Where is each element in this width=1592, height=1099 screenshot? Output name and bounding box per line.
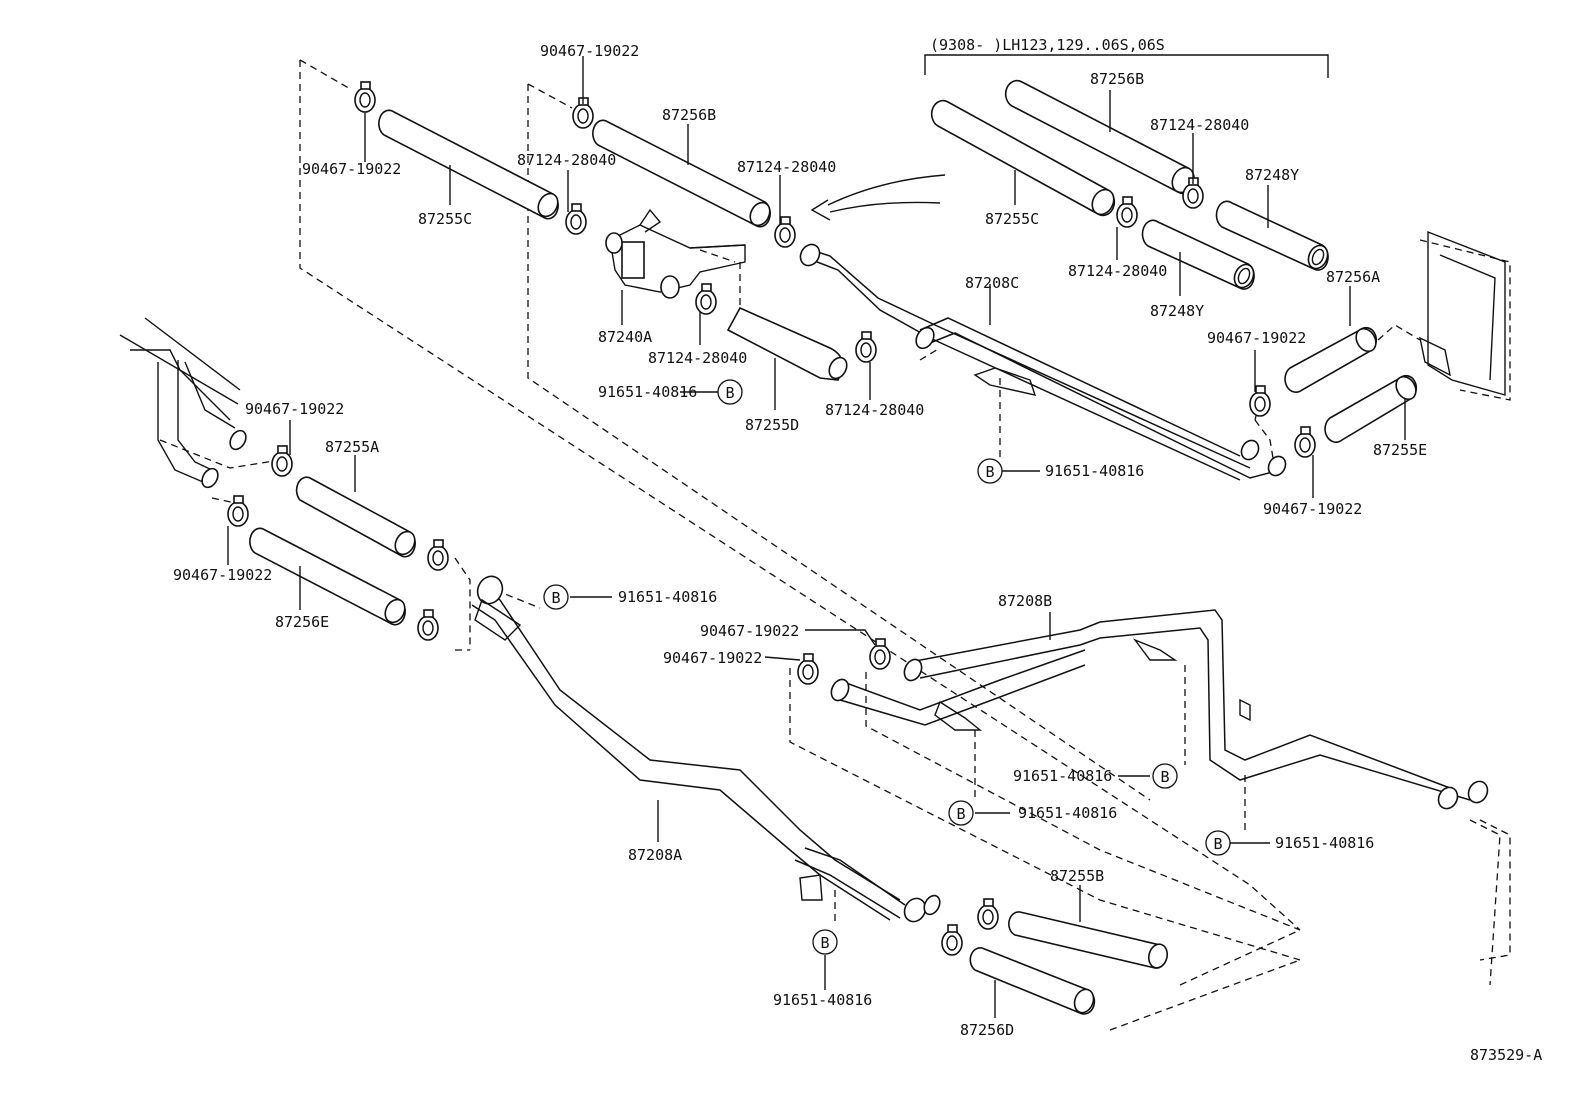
label-pipe-clamp: 87124-28040 — [1150, 116, 1249, 134]
pipe-87208B — [830, 609, 1489, 810]
b-mark: B — [543, 584, 569, 610]
leader-lines — [227, 56, 1406, 1018]
part-labels: (9308- )LH123,129..06S,06S 873529-A 9046… — [173, 36, 1542, 1064]
b-mark: B — [812, 929, 838, 955]
b-reference-marks: B B B B B B B — [543, 379, 1231, 955]
label-valve: 87240A — [598, 328, 652, 346]
label-pipe-clamp: 87124-28040 — [648, 349, 747, 367]
label-pipe: 87208A — [628, 846, 682, 864]
label-hose: 87256B — [1090, 70, 1144, 88]
label-pipe-clamp: 87124-28040 — [517, 151, 616, 169]
label-hose: 87256B — [662, 106, 716, 124]
b-mark: B — [717, 379, 743, 405]
lower-right-hoses — [969, 911, 1169, 1015]
label-clamp: 90467-19022 — [173, 566, 272, 584]
label-hose: 87248Y — [1150, 302, 1204, 320]
label-hose: 87255E — [1373, 441, 1427, 459]
hose-clamps — [227, 81, 1316, 956]
label-clamp: 90467-19022 — [1207, 329, 1306, 347]
label-clamp: 90467-19022 — [1263, 500, 1362, 518]
label-hose: 87256A — [1326, 268, 1380, 286]
b-mark: B — [977, 458, 1003, 484]
pipe-87208C — [799, 243, 1287, 481]
label-hose: 87248Y — [1245, 166, 1299, 184]
label-pipe-clamp: 87124-28040 — [1068, 262, 1167, 280]
label-bolt: 91651-40816 — [1018, 804, 1117, 822]
label-hose: 87255B — [1050, 867, 1104, 885]
label-bolt: 91651-40816 — [1013, 767, 1112, 785]
svg-text:B: B — [1160, 768, 1169, 786]
label-pipe: 87208B — [998, 592, 1052, 610]
figure-id: 873529-A — [1470, 1046, 1542, 1064]
label-bolt: 91651-40816 — [773, 991, 872, 1009]
b-mark: B — [1152, 763, 1178, 789]
svg-text:B: B — [725, 384, 734, 402]
label-hose: 87256D — [960, 1021, 1014, 1039]
label-bolt: 91651-40816 — [598, 383, 697, 401]
b-mark: B — [948, 800, 974, 826]
label-clamp: 90467-19022 — [302, 160, 401, 178]
label-bolt: 91651-40816 — [618, 588, 717, 606]
svg-text:B: B — [956, 805, 965, 823]
svg-text:B: B — [1213, 835, 1222, 853]
left-hoses — [119, 317, 416, 626]
label-bolt: 91651-40816 — [1275, 834, 1374, 852]
water-valve-87240A — [605, 208, 746, 299]
upper-middle-hoses — [378, 109, 848, 381]
header-note: (9308- )LH123,129..06S,06S — [930, 36, 1165, 54]
label-pipe-clamp: 87124-28040 — [737, 158, 836, 176]
label-hose: 87255C — [985, 210, 1039, 228]
label-pipe: 87208C — [965, 274, 1019, 292]
svg-text:B: B — [820, 934, 829, 952]
label-hose: 87255A — [325, 438, 379, 456]
b-mark: B — [1205, 830, 1231, 856]
svg-text:B: B — [985, 463, 994, 481]
upper-right-hoses — [810, 54, 1506, 443]
label-clamp: 90467-19022 — [245, 400, 344, 418]
label-clamp: 90467-19022 — [663, 649, 762, 667]
label-hose: 87255C — [418, 210, 472, 228]
label-hose: 87256E — [275, 613, 329, 631]
label-bolt: 91651-40816 — [1045, 462, 1144, 480]
svg-text:B: B — [551, 589, 560, 607]
label-hose: 87255D — [745, 416, 799, 434]
label-pipe-clamp: 87124-28040 — [825, 401, 924, 419]
label-clamp: 90467-19022 — [700, 622, 799, 640]
pipe-87208A — [471, 575, 941, 923]
label-clamp: 90467-19022 — [540, 42, 639, 60]
